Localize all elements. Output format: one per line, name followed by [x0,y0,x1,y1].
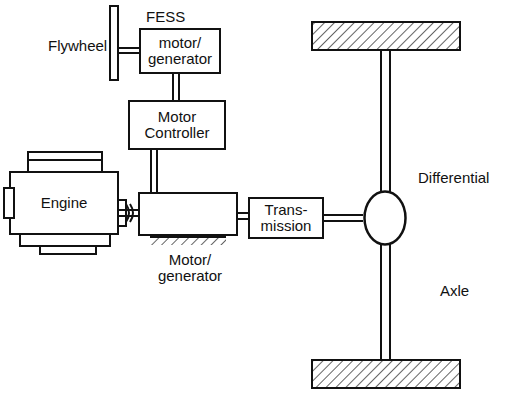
flywheel-shaft [118,52,139,54]
shaft-connector [173,74,179,100]
component-box: Motor/ generator [138,192,238,236]
system-label: FESS [146,9,185,26]
part-label: Flywheel [48,38,107,55]
node-text: Motor Controller [132,109,222,141]
shaft-connector [324,215,363,221]
wheel [312,22,460,50]
ground-line [150,236,226,238]
flywheel [110,6,118,80]
component-box: motor/ generator [139,28,221,74]
ground-hatch [150,237,226,245]
node-text: Trans- mission [252,202,320,234]
flywheel-shaft [118,47,139,49]
engine-drawing [4,152,133,254]
node-text: motor/ generator [143,35,217,67]
node-text: Motor/ generator [150,252,230,284]
wheel [312,360,460,388]
differential-circle: Differential [363,190,407,246]
component-box: Trans- mission [248,197,324,239]
shaft-connector [118,210,138,216]
circle-outline [363,190,407,246]
node-text: Differential [418,170,489,186]
component-box: Motor Controller [128,100,226,150]
component-box: Engine [10,172,118,234]
shaft-connector [151,150,157,192]
part-label: Axle [440,283,469,300]
node-text: Engine [41,195,88,211]
shaft-connector [238,213,248,219]
